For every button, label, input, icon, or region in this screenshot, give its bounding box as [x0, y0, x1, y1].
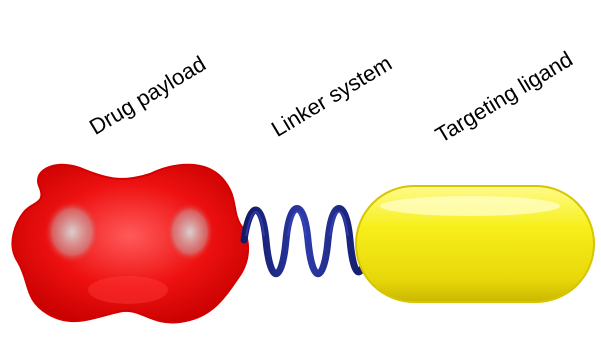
targeting-ligand-shape	[355, 185, 595, 303]
drug-payload-shape	[11, 163, 249, 324]
linker-coil-shape	[240, 205, 372, 277]
